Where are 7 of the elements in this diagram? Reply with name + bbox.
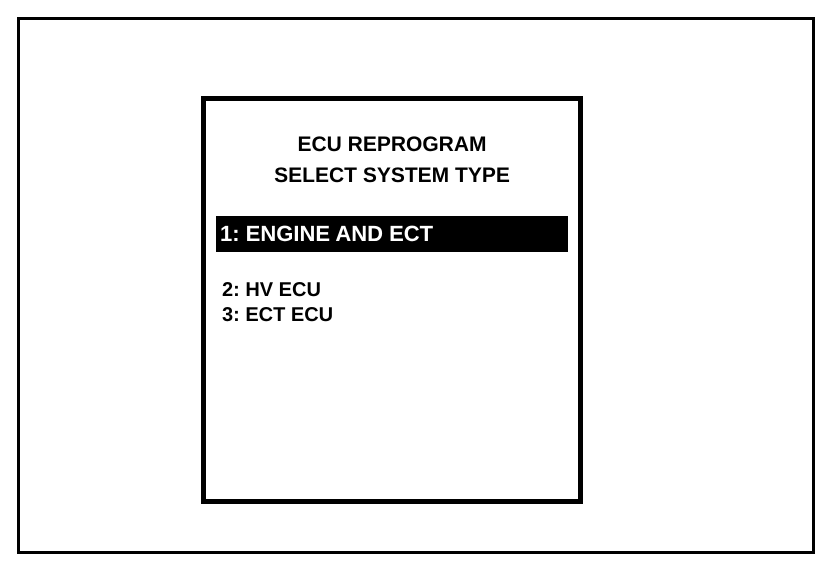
screen-panel [201, 96, 583, 504]
outer-frame [17, 17, 815, 554]
menu-item: 3: ECT ECU [222, 304, 334, 327]
selected-menu-item [216, 216, 568, 252]
screen-title: ECU REPROGRAM SELECT SYSTEM TYPE [273, 132, 511, 189]
menu-item-text: 1: ENGINE AND ECT [220, 220, 434, 248]
menu-item: 2: HV ECU [222, 279, 321, 302]
